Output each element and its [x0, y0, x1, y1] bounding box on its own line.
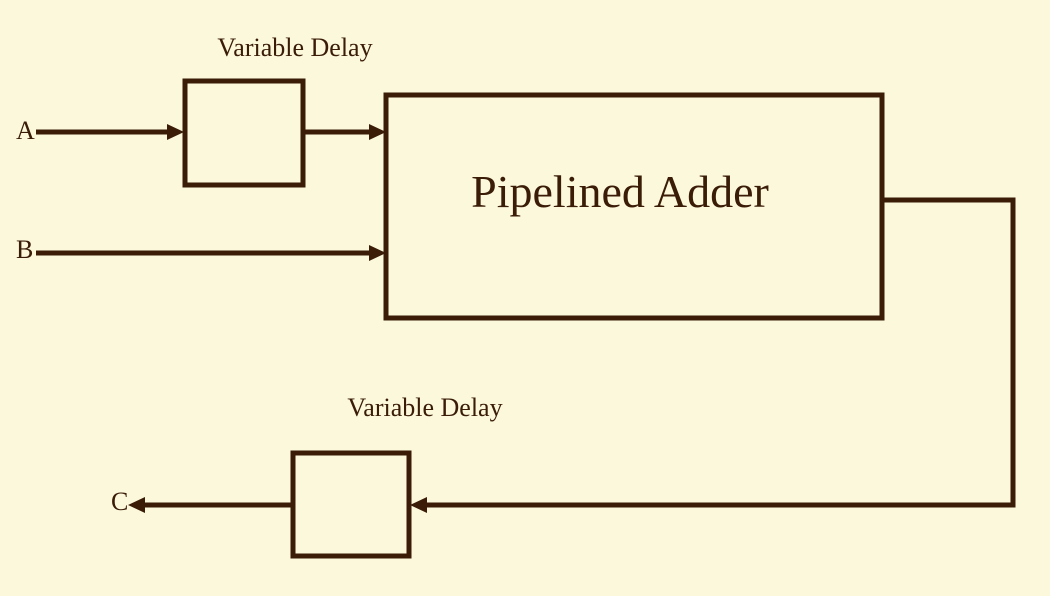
- bottom-variable-delay-block: [290, 450, 412, 559]
- input-b-label: B: [16, 235, 33, 264]
- pipelined-adder-label: Pipelined Adder: [471, 166, 769, 217]
- top-variable-delay-block: [182, 78, 306, 188]
- input-a-label: A: [16, 116, 35, 145]
- input-a-arrowhead: [167, 124, 184, 140]
- pipelined-adder-block: [383, 92, 885, 321]
- output-c-label: C: [111, 487, 128, 516]
- bottom-delay-input-arrowhead: [410, 497, 427, 513]
- bottom-delay-label: Variable Delay: [347, 393, 502, 422]
- delay-to-adder-arrowhead: [369, 124, 386, 140]
- output-c-arrowhead: [128, 497, 145, 513]
- input-b-arrowhead: [369, 245, 386, 261]
- adder-output-wire: [424, 197, 1016, 508]
- top-delay-label: Variable Delay: [217, 33, 372, 62]
